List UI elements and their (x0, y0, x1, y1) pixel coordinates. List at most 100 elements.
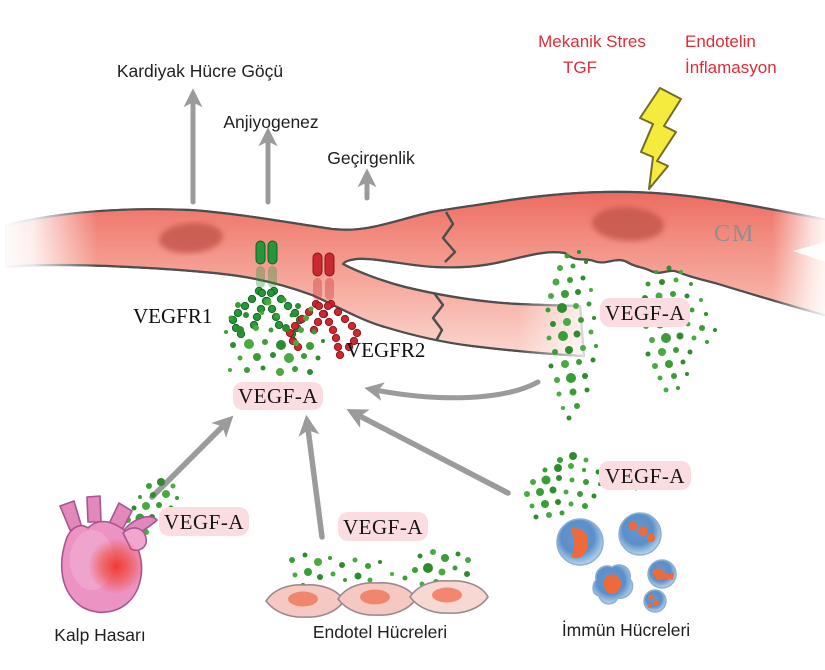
receptor-capsule (255, 240, 266, 265)
vegf-dot (352, 557, 358, 563)
vegf-dot (673, 277, 679, 283)
vegf-dot (661, 333, 671, 343)
fiber-fade-right (772, 182, 825, 332)
receptor-bead (283, 301, 293, 311)
immune-granule (648, 594, 654, 600)
vegf-dot (423, 563, 433, 573)
receptor-bead (352, 328, 362, 338)
vegf-dot (565, 346, 573, 354)
vegf-dot (563, 489, 569, 495)
receptor-bead (313, 317, 323, 327)
vegf-dot (573, 303, 579, 309)
vegf-dot (566, 415, 572, 421)
vegf-dot (438, 568, 446, 576)
vegf-dot (673, 347, 679, 353)
vegf-dot (671, 373, 677, 379)
vegf-dot (580, 275, 586, 281)
vegfa-pill-endothelial: VEGF-A (338, 512, 428, 541)
vegfr1-label: VEGFR1 (133, 304, 212, 328)
vegf-dot (317, 574, 323, 580)
source-arrow-heart (149, 415, 234, 500)
receptor-bead (333, 307, 343, 317)
vegf-dot (569, 388, 577, 396)
vegf-dot (541, 500, 549, 508)
vegf-dot (244, 339, 254, 349)
receptor-bead (349, 336, 359, 346)
receptor-bead (323, 301, 333, 311)
vegf-dot (452, 565, 458, 571)
vegf-dot (590, 357, 596, 363)
heart-icon (59, 495, 158, 614)
immune-granule (646, 533, 656, 543)
vegf-dot (244, 367, 250, 373)
vegf-dot (663, 387, 669, 393)
vegf-dot (552, 349, 558, 355)
vegf-dot (568, 463, 574, 469)
vegf-dot (529, 503, 535, 509)
vegf-dot (524, 491, 530, 497)
cardiomyocyte-label: CM (714, 221, 755, 247)
vegf-dot (548, 293, 554, 299)
vegf-dot (546, 512, 552, 518)
vegf-dot (465, 557, 471, 563)
intercalated-disc-upper (441, 211, 457, 263)
vegf-dot (542, 467, 548, 473)
vegf-dot (367, 577, 373, 583)
receptor-bead (274, 320, 284, 330)
vegfa-pill-label: VEGF-A (605, 464, 685, 488)
vegf-dot (652, 363, 658, 369)
vegf-dot (575, 289, 581, 295)
receptor-bead (240, 301, 250, 311)
intercalated-disc-lower (431, 292, 445, 342)
vegf-dot (557, 303, 567, 313)
vegf-dot (557, 457, 563, 463)
vegf-dot (561, 290, 569, 298)
source-label-heart: Kalp Hasarı (54, 625, 145, 645)
vegfa-pill-label: VEGF-A (164, 510, 244, 534)
vegf-dot (582, 503, 588, 509)
vegf-dot (464, 571, 470, 577)
vegf-dot (282, 324, 290, 332)
vegf-dot (591, 493, 597, 499)
fiber-striations (4, 190, 825, 358)
vegf-dot (687, 349, 693, 355)
vegf-dot (243, 312, 249, 318)
vegf-dot (536, 488, 544, 496)
vegfa-pill-label: VEGF-A (343, 515, 423, 539)
endothelial-cells-icon (265, 580, 489, 618)
immune-granule (628, 521, 638, 531)
vegf-dot (237, 355, 243, 361)
vegf-dot (343, 578, 347, 582)
vegf-dot (578, 317, 584, 323)
source-arrow-immune (346, 409, 511, 496)
receptor-bead (314, 301, 324, 311)
vegf-dot (685, 372, 689, 376)
stimulus-mechanical-stress: Mekanik Stres (538, 32, 646, 51)
vegf-dot (253, 353, 261, 361)
vegf-dot (228, 368, 232, 372)
immune-cells-icon (556, 512, 677, 613)
vegf-dot (260, 365, 266, 371)
vegf-dot (676, 386, 680, 390)
vegf-dot (150, 492, 156, 498)
receptor-capsule-membrane (325, 278, 334, 300)
vegf-dot (582, 468, 586, 472)
vegf-dot (308, 306, 314, 312)
lightning-icon (639, 87, 682, 190)
vegf-dot (417, 553, 423, 559)
vegf-dot (284, 353, 294, 363)
immune-granule (638, 526, 648, 536)
heart-damage-spot (88, 538, 144, 594)
vegfa-pill-cm: VEGF-A (600, 298, 690, 327)
receptor-bead (331, 333, 341, 343)
vegf-dot (339, 562, 345, 568)
vegf-dot (307, 369, 313, 375)
vegf-dot (556, 391, 562, 397)
vegf-dot (303, 315, 309, 321)
branch-fade (518, 284, 606, 368)
receptor-bead (333, 342, 343, 352)
stimulus-tgf: TGF (563, 58, 597, 77)
endothelial-cell-nucleus (288, 591, 318, 607)
vegf-dot (655, 292, 663, 300)
